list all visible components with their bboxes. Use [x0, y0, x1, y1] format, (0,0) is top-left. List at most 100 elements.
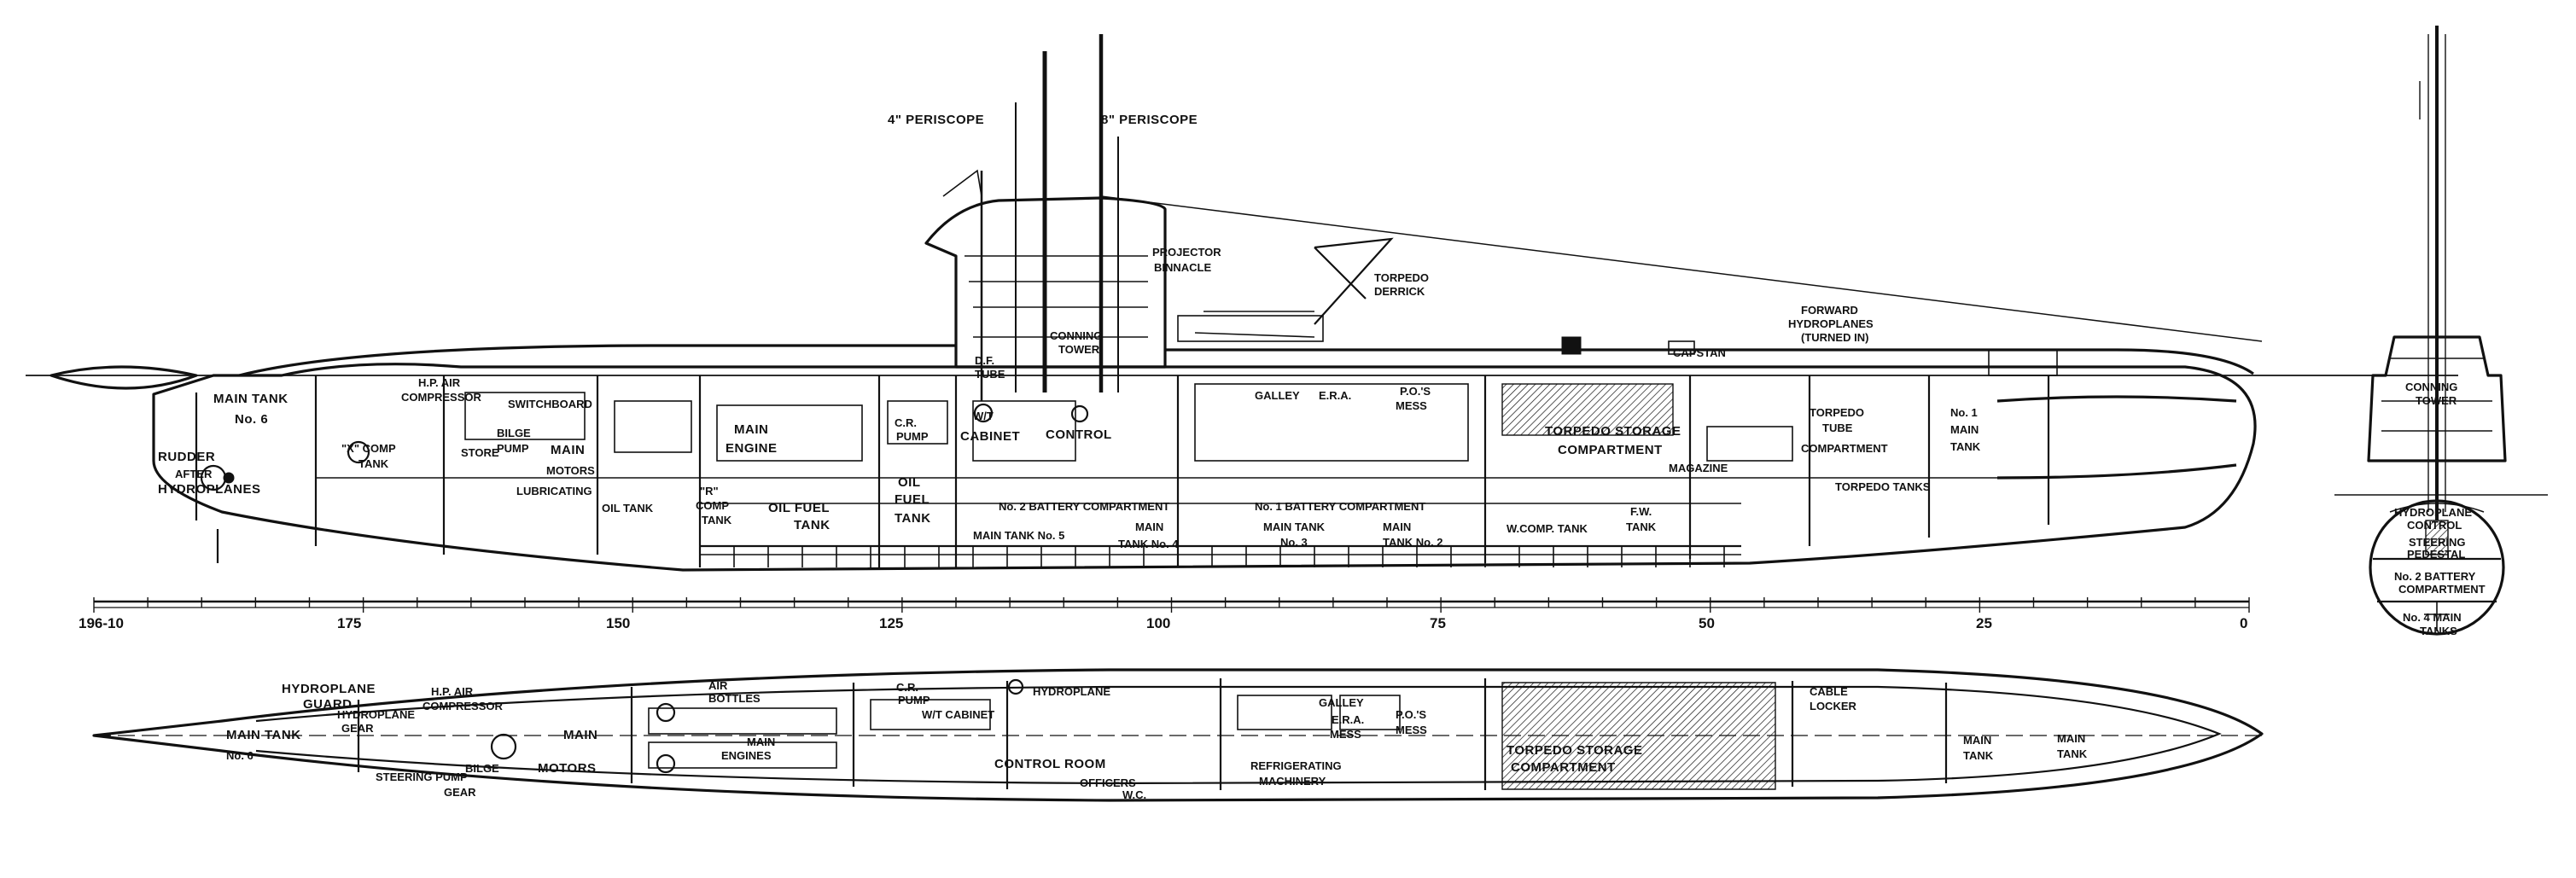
- svg-text:PUMP: PUMP: [896, 430, 929, 443]
- periscope-label-4: 4" PERISCOPE: [888, 113, 984, 127]
- svg-text:TOWER: TOWER: [2416, 394, 2457, 407]
- svg-text:No. 6: No. 6: [226, 749, 254, 762]
- svg-text:MAIN TANK: MAIN TANK: [1263, 520, 1326, 533]
- svg-text:PEDESTAL: PEDESTAL: [2407, 548, 2465, 561]
- svg-text:TANK: TANK: [1626, 520, 1657, 533]
- svg-text:FORWARD: FORWARD: [1801, 304, 1858, 317]
- scale-tick: 175: [337, 615, 361, 631]
- svg-text:MOTORS: MOTORS: [538, 761, 597, 776]
- svg-text:TANK: TANK: [895, 511, 931, 526]
- svg-text:TOWER: TOWER: [1058, 343, 1100, 356]
- svg-text:BILGE: BILGE: [465, 762, 499, 775]
- svg-text:MAIN: MAIN: [551, 443, 585, 457]
- scale-tick: 75: [1430, 615, 1446, 631]
- svg-text:TORPEDO TANKS: TORPEDO TANKS: [1835, 480, 1931, 493]
- svg-text:GUARD: GUARD: [303, 697, 353, 712]
- svg-text:TANK No. 2: TANK No. 2: [1383, 536, 1443, 549]
- svg-text:BILGE: BILGE: [497, 427, 531, 439]
- svg-text:E.R.A.: E.R.A.: [1332, 713, 1364, 726]
- svg-text:MAIN: MAIN: [1135, 520, 1163, 533]
- svg-text:AFTER: AFTER: [175, 468, 213, 480]
- svg-text:C.R.: C.R.: [895, 416, 917, 429]
- svg-text:TANKS: TANKS: [2420, 625, 2457, 637]
- scale-tick: 0: [2240, 615, 2247, 631]
- svg-text:DERRICK: DERRICK: [1374, 285, 1425, 298]
- svg-text:MAIN: MAIN: [734, 422, 768, 437]
- svg-text:LOCKER: LOCKER: [1810, 700, 1857, 712]
- svg-text:GEAR: GEAR: [341, 722, 374, 735]
- svg-text:PUMP: PUMP: [898, 694, 930, 706]
- svg-text:GALLEY: GALLEY: [1255, 389, 1300, 402]
- plan-machinery: [490, 678, 1776, 790]
- svg-text:MESS: MESS: [1396, 399, 1427, 412]
- svg-text:MOTORS: MOTORS: [546, 464, 595, 477]
- svg-text:MAIN TANK: MAIN TANK: [226, 728, 301, 742]
- machinery: [200, 383, 1793, 491]
- svg-text:TUBE: TUBE: [975, 368, 1005, 381]
- svg-text:STORE: STORE: [461, 446, 499, 459]
- svg-text:W/T: W/T: [973, 410, 994, 422]
- svg-text:STEERING: STEERING: [2409, 536, 2465, 549]
- svg-text:TANK: TANK: [794, 518, 830, 532]
- svg-text:ENGINE: ENGINE: [726, 441, 778, 456]
- svg-text:P.O.'S: P.O.'S: [1400, 385, 1431, 398]
- svg-text:TANK: TANK: [1950, 440, 1981, 453]
- svg-text:W/T CABINET: W/T CABINET: [922, 708, 994, 721]
- svg-text:PROJECTOR: PROJECTOR: [1152, 246, 1221, 259]
- side-elevation: 4" PERISCOPE 8" PERISCOPE MAIN TANK No. …: [26, 34, 2458, 572]
- svg-text:No. 2 BATTERY COMPARTMENT: No. 2 BATTERY COMPARTMENT: [999, 500, 1169, 513]
- jumping-wire: [942, 169, 2263, 342]
- section-labels: CONNING TOWER HYDROPLANE CONTROL STEERIN…: [2394, 381, 2486, 637]
- svg-text:HYDROPLANE: HYDROPLANE: [337, 708, 415, 721]
- svg-text:GALLEY: GALLEY: [1319, 696, 1364, 709]
- svg-text:MAIN: MAIN: [1950, 423, 1979, 436]
- svg-text:TORPEDO: TORPEDO: [1810, 406, 1864, 419]
- svg-text:TANK: TANK: [702, 514, 732, 526]
- svg-text:SWITCHBOARD: SWITCHBOARD: [508, 398, 592, 410]
- periscope-masts: [980, 34, 1119, 401]
- scale-tick: 150: [606, 615, 630, 631]
- svg-text:MAGAZINE: MAGAZINE: [1669, 462, 1728, 474]
- svg-text:COMP: COMP: [696, 499, 729, 512]
- pressure-hull: [152, 363, 2257, 572]
- scale-tick: 125: [879, 615, 903, 631]
- svg-text:HYDROPLANE: HYDROPLANE: [2394, 506, 2472, 519]
- svg-text:C.R.: C.R.: [896, 681, 918, 694]
- svg-text:REFRIGERATING: REFRIGERATING: [1250, 759, 1342, 772]
- svg-text:TORPEDO STORAGE: TORPEDO STORAGE: [1507, 743, 1642, 758]
- svg-text:CONTROL: CONTROL: [1046, 427, 1112, 442]
- scale-tick: 196-10: [79, 615, 124, 631]
- svg-text:COMPARTMENT: COMPARTMENT: [1558, 443, 1663, 457]
- svg-text:No. 2 BATTERY: No. 2 BATTERY: [2394, 570, 2476, 583]
- svg-text:LUBRICATING: LUBRICATING: [516, 485, 592, 497]
- svg-text:H.P. AIR: H.P. AIR: [431, 685, 474, 698]
- plan-bulkheads: [357, 678, 1948, 790]
- torpedo-derrick: [1314, 237, 1394, 325]
- svg-text:MESS: MESS: [1396, 724, 1427, 736]
- svg-text:MAIN: MAIN: [1963, 734, 1991, 747]
- svg-text:CAPSTAN: CAPSTAN: [1673, 346, 1726, 359]
- svg-text:COMPARTMENT: COMPARTMENT: [2398, 583, 2486, 596]
- svg-text:W.COMP. TANK: W.COMP. TANK: [1507, 522, 1588, 535]
- plan-labels: HYDROPLANE GUARD H.P. AIR COMPRESSOR MAI…: [226, 679, 2088, 801]
- scale-tick: 100: [1146, 615, 1170, 631]
- svg-text:COMPRESSOR: COMPRESSOR: [423, 700, 504, 712]
- svg-text:MAIN: MAIN: [1383, 520, 1411, 533]
- svg-text:HYDROPLANES: HYDROPLANES: [1788, 317, 1874, 330]
- svg-text:MACHINERY: MACHINERY: [1259, 775, 1326, 788]
- svg-text:OIL TANK: OIL TANK: [602, 502, 654, 515]
- svg-text:TANK No. 4: TANK No. 4: [1118, 538, 1179, 550]
- svg-text:COMPARTMENT: COMPARTMENT: [1801, 442, 1888, 455]
- svg-text:No. 4 MAIN: No. 4 MAIN: [2403, 611, 2462, 624]
- svg-text:No. 3: No. 3: [1280, 536, 1308, 549]
- svg-text:BOTTLES: BOTTLES: [708, 692, 761, 705]
- svg-text:CONNING: CONNING: [1050, 329, 1102, 342]
- svg-text:TANK: TANK: [2057, 747, 2088, 760]
- deck-casing: [238, 344, 2254, 377]
- svg-text:AIR: AIR: [708, 679, 728, 692]
- side-labels: 4" PERISCOPE 8" PERISCOPE MAIN TANK No. …: [158, 113, 1981, 550]
- svg-text:HYDROPLANES: HYDROPLANES: [158, 482, 261, 497]
- svg-text:E.R.A.: E.R.A.: [1319, 389, 1351, 402]
